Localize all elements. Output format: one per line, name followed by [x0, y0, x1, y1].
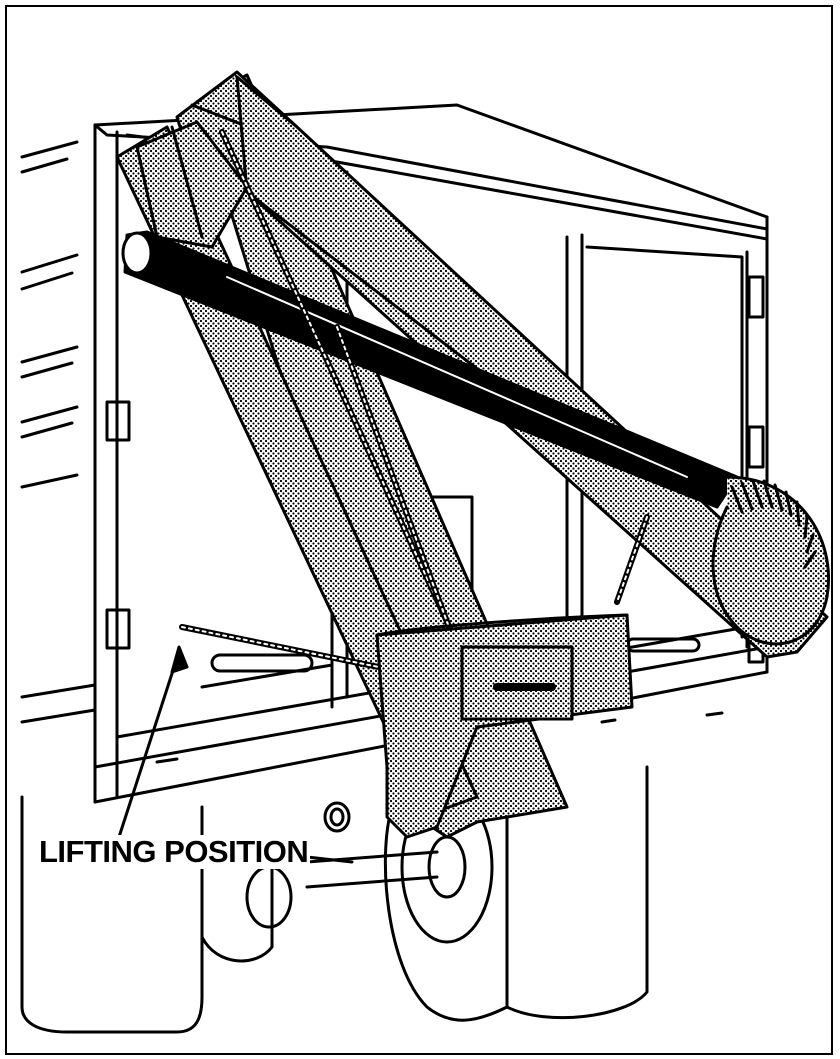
- illustration-frame: LIFTING POSITION: [5, 5, 833, 1055]
- trailer-boom-illustration: [20, 70, 830, 1034]
- lifting-position-label: LIFTING POSITION: [37, 834, 311, 869]
- hopper: [375, 613, 634, 839]
- flex-hose: [711, 475, 830, 646]
- left-fender-edge: [20, 795, 204, 1034]
- callout-arrow: [117, 645, 354, 864]
